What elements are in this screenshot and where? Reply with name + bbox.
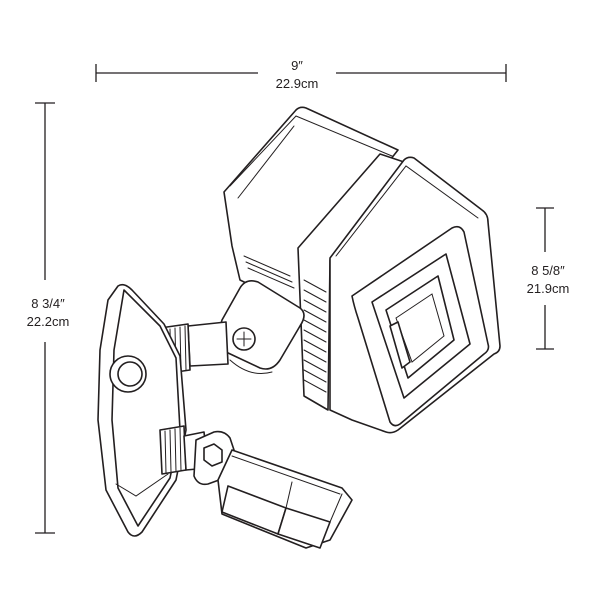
width-metric-label: 22.9cm <box>276 76 319 91</box>
sensor-collar-threads <box>164 427 182 474</box>
pivot-bracket-lower-edge <box>229 359 273 374</box>
rear-housing-vents <box>243 255 295 289</box>
heat-sink-fins <box>303 279 327 393</box>
mounting-arm <box>159 280 305 375</box>
rear-housing-top-edge <box>229 115 393 187</box>
wall-mount-plate <box>97 283 187 537</box>
lamp-head <box>223 106 501 434</box>
photocell-lens <box>117 361 143 387</box>
width-imperial-label: 9″ <box>291 58 303 73</box>
sensor-lens-divider <box>285 481 293 509</box>
motion-sensor <box>217 449 353 549</box>
led-lens-inner <box>395 293 445 363</box>
sensor-side-panel <box>277 507 331 549</box>
height-metric-label: 22.2cm <box>27 314 70 329</box>
sensor-end-cap <box>329 493 343 523</box>
sensor-top-edge <box>231 455 341 495</box>
head-imperial-label: 8 5/8″ <box>531 263 565 278</box>
height-dimension: 8 3/4″ 22.2cm <box>27 102 70 534</box>
rear-housing-front-edge <box>237 125 295 199</box>
sensor-collar <box>159 425 187 475</box>
width-dimension: 9″ 22.9cm <box>95 58 507 91</box>
head-height-dimension: 8 5/8″ 21.9cm <box>527 207 570 350</box>
hex-nut <box>203 443 223 467</box>
mount-plate-facet <box>115 473 169 497</box>
led-module <box>389 321 411 369</box>
front-housing-top-edge <box>335 165 479 257</box>
head-metric-label: 21.9cm <box>527 281 570 296</box>
height-imperial-label: 8 3/4″ <box>31 296 65 311</box>
arm-shaft <box>187 321 229 367</box>
